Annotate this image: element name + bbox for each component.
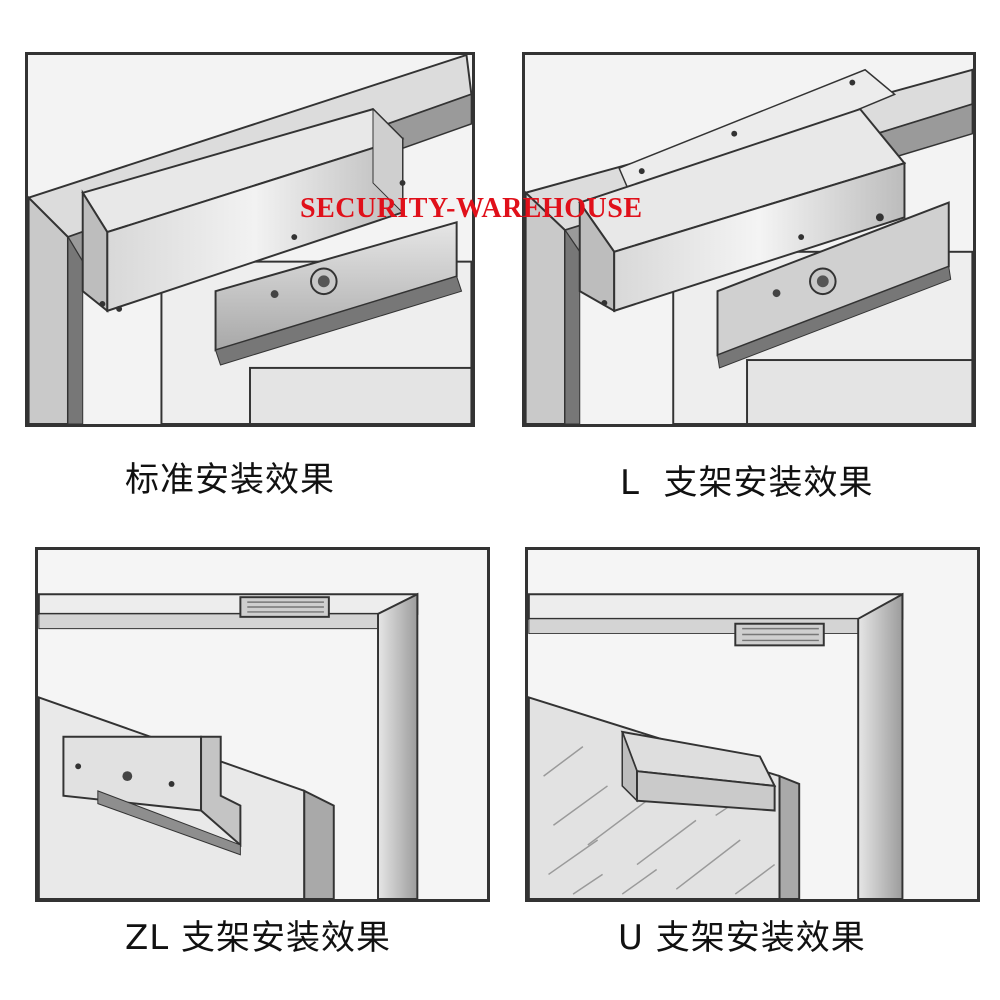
caption-standard-install: 标准安装效果 <box>125 460 335 500</box>
panel-standard-install <box>25 52 475 427</box>
caption-u-bracket-install: U 支架安装效果 <box>618 918 866 958</box>
zl-bracket-install-illustration <box>38 550 487 899</box>
panel-u-bracket-install <box>525 547 980 902</box>
u-bracket-install-illustration <box>528 550 977 899</box>
standard-install-illustration <box>28 55 472 424</box>
caption-l-bracket-install: L 支架安装效果 <box>620 463 874 503</box>
l-bracket-install-illustration <box>525 55 973 424</box>
caption-zl-bracket-install: ZL 支架安装效果 <box>125 918 392 958</box>
watermark-text: SECURITY-WAREHOUSE <box>300 193 643 224</box>
panel-zl-bracket-install <box>35 547 490 902</box>
panel-l-bracket-install <box>522 52 976 427</box>
